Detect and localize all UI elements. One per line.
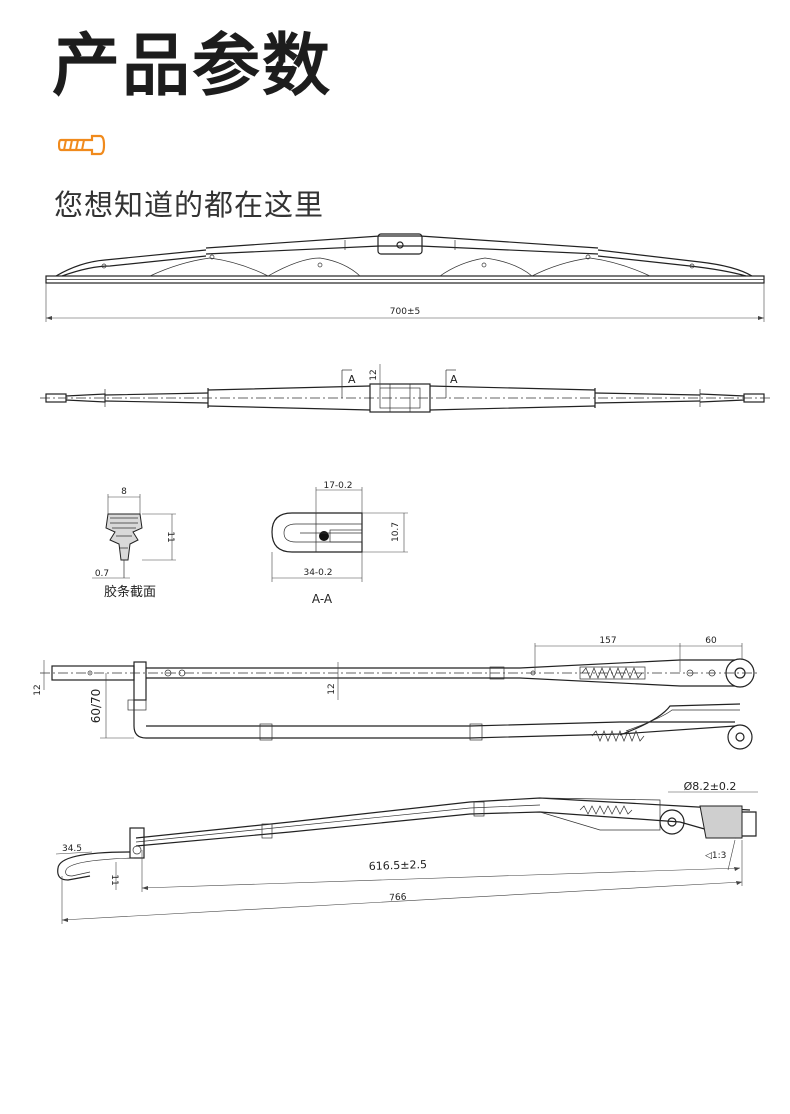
section-height-label: 10.7 <box>391 522 401 542</box>
arm-total-length-label: 766 <box>389 893 407 904</box>
section-mark-left: A <box>348 373 356 386</box>
arm-dim-157: 157 <box>599 636 616 646</box>
wiper-blade-top-view: A A 12 <box>40 364 770 413</box>
blade-length-label: 700±5 <box>390 307 420 317</box>
page-subtitle: 您想知道的都在这里 <box>54 188 325 222</box>
section-mark-right: A <box>450 373 458 386</box>
slot-width-label: 17-0.2 <box>323 481 352 491</box>
rubber-section-view: 8 11 0.7 胶条截面 <box>92 487 176 600</box>
arm-dim-60-70: 60/70 <box>89 689 103 724</box>
rubber-width-label: 8 <box>121 487 127 497</box>
wiper-arm-top-view: 157 60 12 12 60/70 <box>33 636 760 750</box>
arm-length-label: 616.5±2.5 <box>369 858 428 873</box>
wiper-arm-side-view: Ø8.2±0.2 ◁1:3 34.5 11 616.5±2.5 766 <box>55 780 758 924</box>
section-length-label: 34-0.2 <box>303 568 332 578</box>
rubber-section-caption: 胶条截面 <box>104 584 156 600</box>
rubber-height-label: 11 <box>165 531 175 542</box>
bolt-icon <box>58 134 106 156</box>
taper-label: ◁1:3 <box>705 851 726 861</box>
arm-dim-60: 60 <box>705 636 717 646</box>
blade-width-label: 12 <box>369 369 379 380</box>
rubber-thickness-label: 0.7 <box>95 569 109 579</box>
section-aa-caption: A-A <box>312 592 333 606</box>
hole-diameter-label: Ø8.2±0.2 <box>684 780 737 793</box>
arm-dim-11: 11 <box>109 874 119 885</box>
arm-dim-34-5: 34.5 <box>62 844 82 854</box>
section-aa-view: 17-0.2 10.7 34-0.2 A-A <box>271 481 408 606</box>
arm-dim-12-left: 12 <box>33 684 43 695</box>
arm-dim-12-center: 12 <box>327 683 337 694</box>
wiper-blade-side-view: 700±5 <box>45 233 765 322</box>
page-title: 产品参数 <box>52 27 333 106</box>
